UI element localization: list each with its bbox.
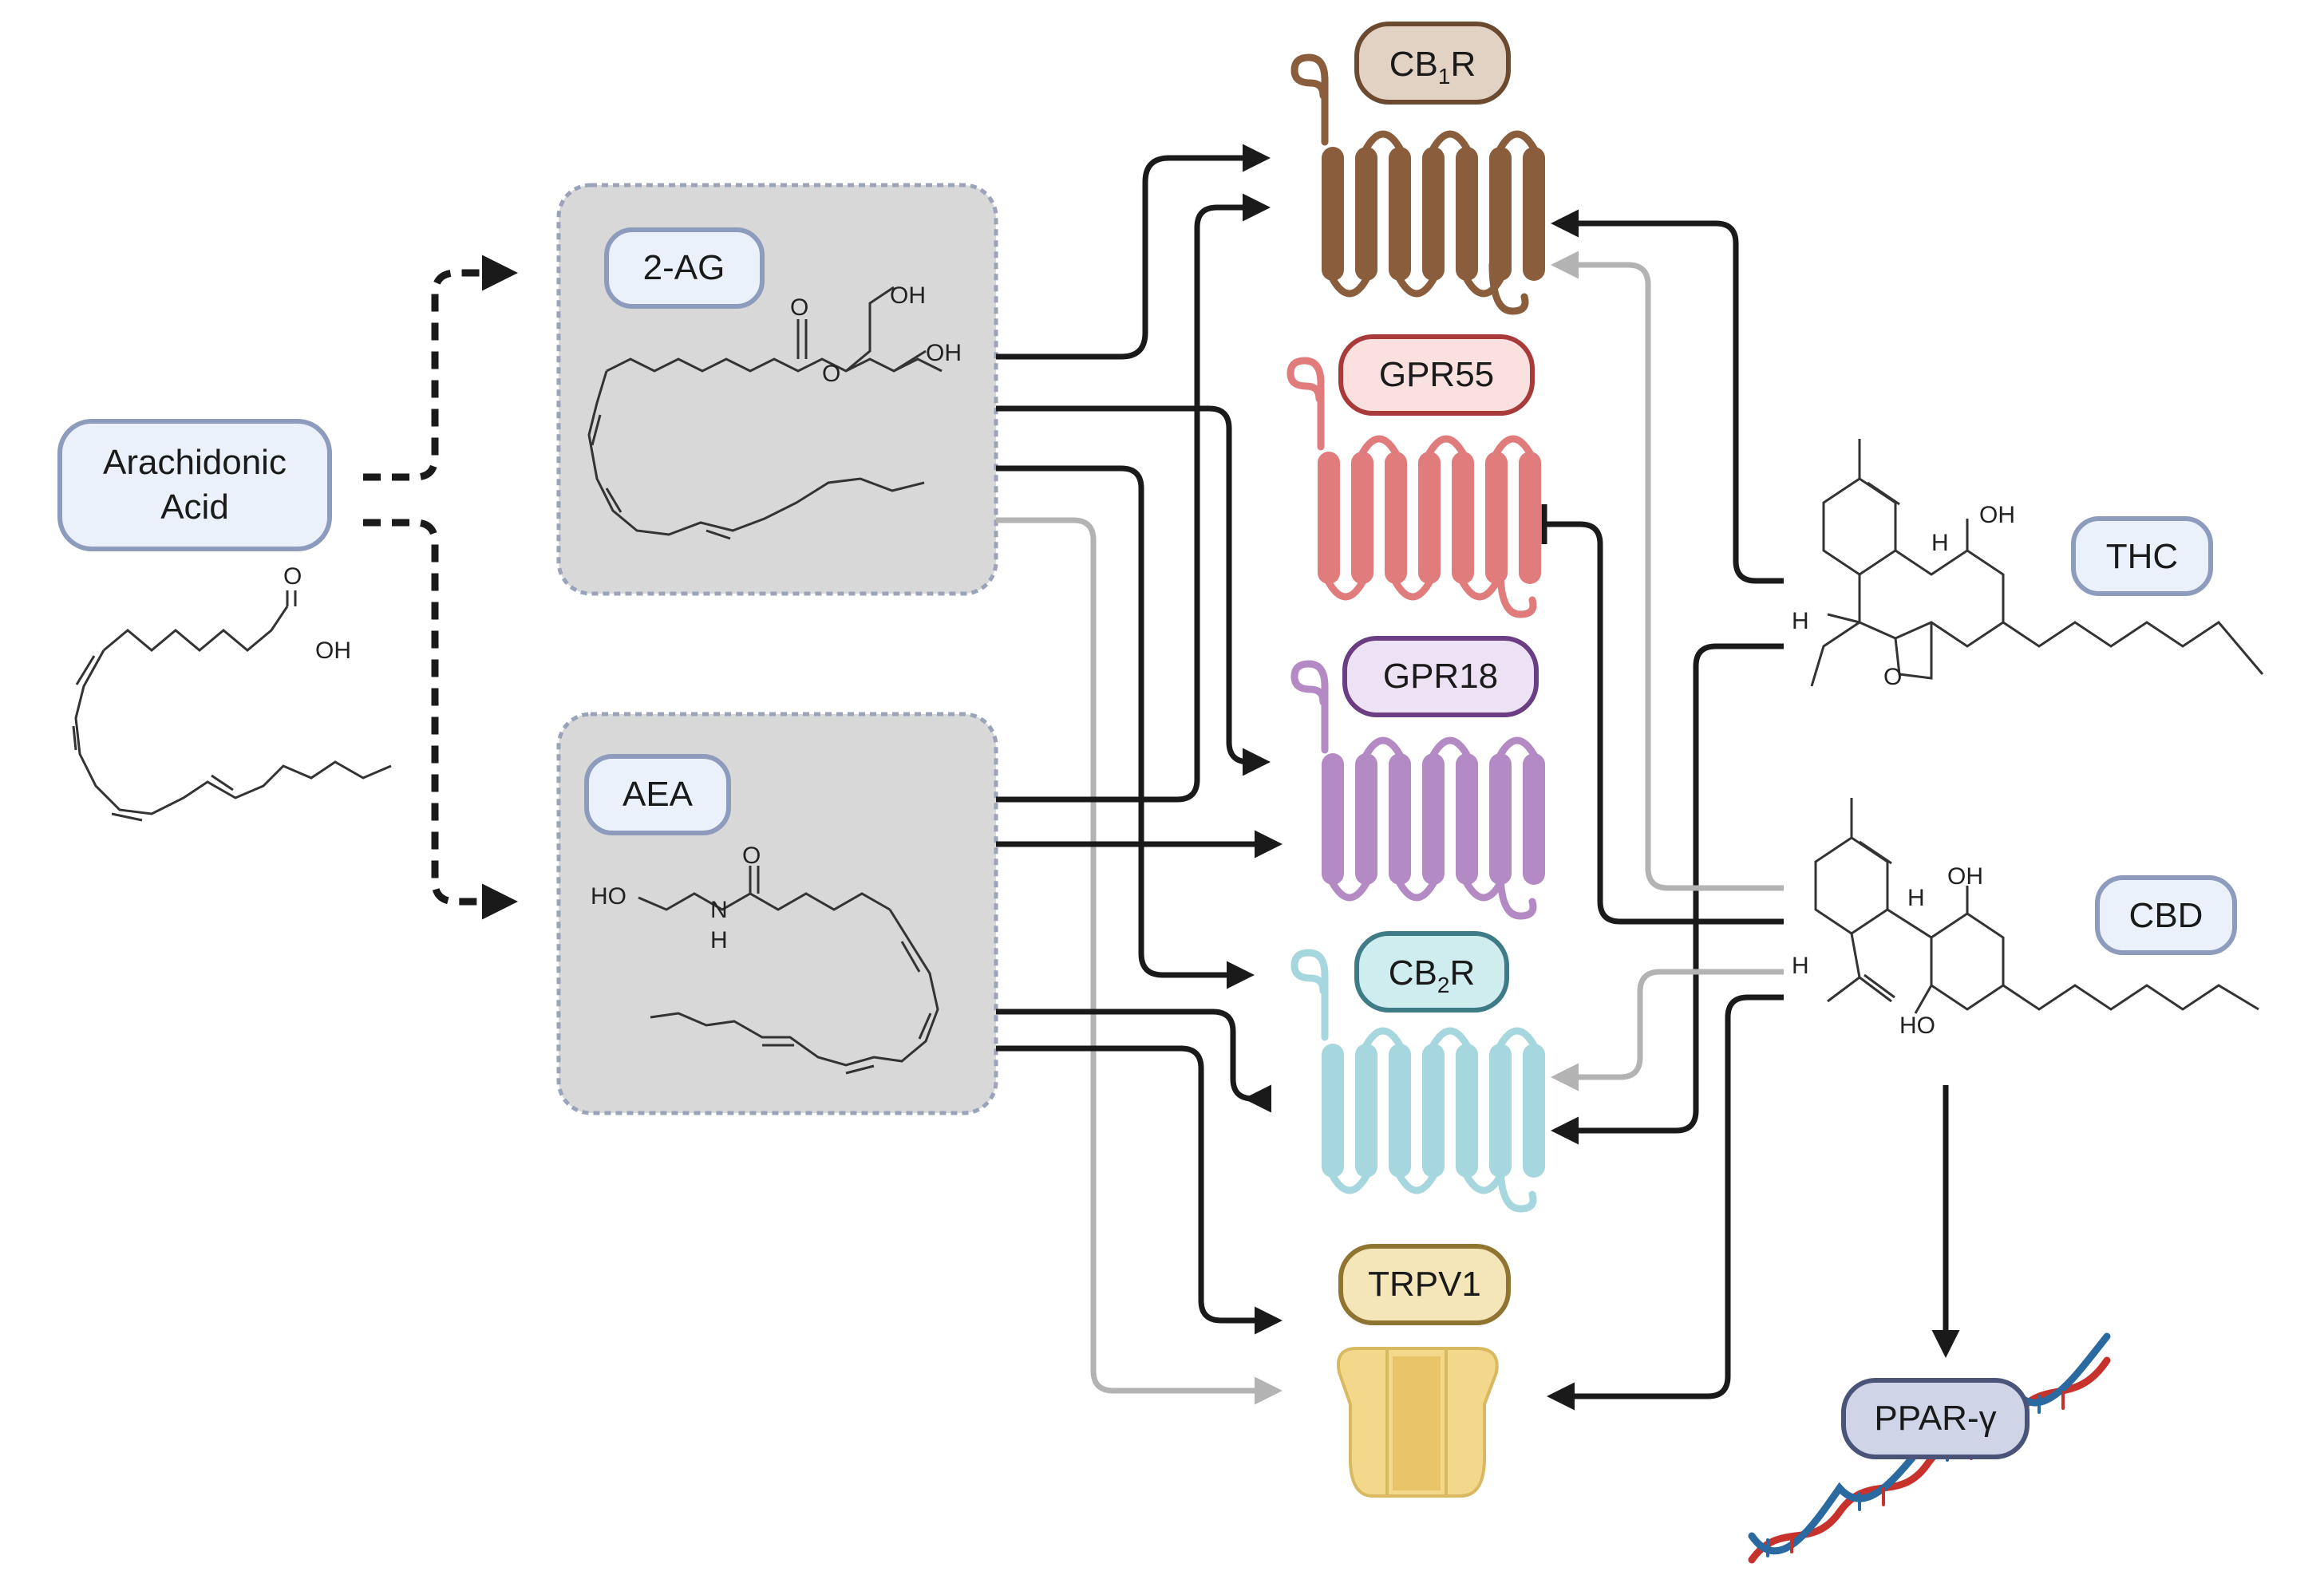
trpv1-pill: TRPV1	[1338, 1244, 1511, 1325]
gpr55-label: GPR55	[1379, 355, 1494, 394]
ligand-arrows	[996, 144, 1960, 1411]
cb2-pill: CB2R	[1354, 931, 1509, 1012]
trpv1-channel	[1337, 1347, 1499, 1498]
aea-o-label: O	[742, 843, 761, 869]
thc-label: THC	[2106, 537, 2178, 576]
aea-structure	[638, 866, 939, 1075]
thc-o-label: O	[1883, 664, 1902, 690]
aea-label: AEA	[622, 775, 694, 814]
aea-n-label: N	[710, 897, 728, 923]
cb1-receptor	[1290, 53, 1545, 315]
arrow-aea-to-cb1	[996, 193, 1271, 803]
aea-h-label: H	[710, 927, 728, 953]
arrow-cbd-to-cb2	[1551, 969, 1784, 1091]
ppar-gamma-label: PPAR-γ	[1874, 1399, 1996, 1438]
biosynthesis-arrows	[363, 255, 518, 920]
cb1-label-main: CB	[1389, 45, 1438, 84]
arrow-2ag-to-cb1	[996, 144, 1271, 360]
arachidonic-label-1: Arachidonic	[103, 443, 287, 482]
gpr55-pill: GPR55	[1338, 334, 1535, 416]
gpr18-label: GPR18	[1383, 657, 1498, 696]
2ag-o-label: O	[790, 294, 808, 321]
cb1-pill: CB1R	[1354, 22, 1511, 105]
cb1-label-sub: 1	[1438, 64, 1451, 89]
arrow-2ag-to-cb2	[996, 465, 1255, 989]
arrow-aea-to-cb2	[996, 1009, 1271, 1113]
arrow-thc-to-cb1	[1551, 209, 1784, 584]
arrow-aea-to-trpv1	[996, 1045, 1283, 1335]
arachidonic-acid-pill: Arachidonic Acid	[57, 419, 332, 551]
cb2-label-sub: 2	[1437, 973, 1450, 997]
trpv1-label: TRPV1	[1368, 1265, 1481, 1304]
thc-oh-label: OH	[1979, 502, 2015, 528]
svg-text:CB2R: CB2R	[1389, 953, 1475, 997]
ppar-gamma-pill: PPAR-γ	[1841, 1378, 2030, 1459]
svg-text:CB1R: CB1R	[1389, 45, 1476, 89]
gpr18-receptor	[1290, 660, 1545, 920]
cb2-receptor	[1290, 949, 1545, 1213]
cbd-ho-label: HO	[1899, 1012, 1935, 1039]
2ag-oh1-label: OH	[890, 282, 926, 309]
2ag-pill: 2-AG	[604, 227, 765, 309]
2ag-o-ester-label: O	[822, 361, 840, 387]
thc-structure	[1810, 439, 2264, 687]
thc-h1-label: H	[1931, 530, 1949, 556]
aea-pill: AEA	[584, 754, 731, 835]
2ag-oh2-label: OH	[926, 340, 962, 366]
thc-pill: THC	[2071, 516, 2213, 596]
aea-ho-label: HO	[591, 883, 626, 910]
cbd-h2-label: H	[1792, 953, 1809, 979]
thc-h2-label: H	[1792, 608, 1809, 634]
2ag-label: 2-AG	[643, 248, 725, 287]
arrow-aa-to-aea	[363, 519, 518, 920]
2ag-structure	[587, 286, 943, 540]
cbd-structure	[1814, 798, 2259, 1014]
cbd-label: CBD	[2129, 896, 2203, 935]
aa-oh-label: OH	[315, 638, 351, 664]
inhibit-cbd-gpr55	[1544, 521, 1784, 925]
arrow-cbd-to-cb1	[1551, 251, 1784, 891]
arrow-2ag-to-trpv1	[996, 517, 1283, 1405]
aa-o-label: O	[283, 563, 302, 590]
gpr18-pill: GPR18	[1342, 636, 1539, 717]
cbd-oh-label: OH	[1947, 863, 1983, 890]
cb2-label-main: CB	[1389, 953, 1437, 993]
cb1-label-tail: R	[1450, 45, 1476, 84]
arrow-cbd-to-trpv1	[1547, 994, 1784, 1411]
cbd-pill: CBD	[2095, 875, 2237, 955]
arrow-2ag-to-gpr18	[996, 405, 1271, 776]
cb2-label-tail: R	[1449, 953, 1475, 993]
arachidonic-label-2: Acid	[160, 488, 229, 527]
cbd-h1-label: H	[1907, 885, 1925, 911]
arrow-aa-to-2ag	[363, 255, 518, 481]
gpr55-receptor	[1286, 357, 1541, 618]
arachidonic-acid-structure	[72, 590, 392, 822]
